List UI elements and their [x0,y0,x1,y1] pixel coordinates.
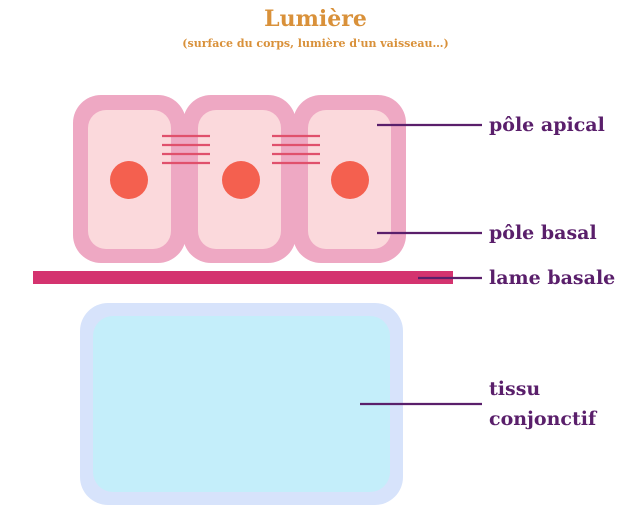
epithelial-cell-1 [73,95,186,263]
basement-membrane [33,271,453,284]
basement-membrane-label: lame basale [489,267,616,289]
junction-1 [162,134,210,165]
apical-pole-label: pôle apical [489,114,605,136]
connective-tissue-inner [93,316,390,492]
cell-nucleus [110,161,148,199]
lumen-subtitle: (surface du corps, lumière d'un vaisseau… [182,37,449,50]
epithelial-cell-2 [183,95,296,263]
connective-tissue-label-line1: tissu [489,378,541,400]
junction-2 [272,134,320,165]
basal-pole-label: pôle basal [489,222,597,244]
lumen-title: Lumière [264,6,367,32]
cell-nucleus [222,161,260,199]
connective-tissue-label-line2: conjonctif [489,408,597,430]
connective-tissue [80,303,403,505]
cell-nucleus [331,161,369,199]
epithelial-cell-3 [293,95,406,263]
epithelial-cells [73,95,406,263]
